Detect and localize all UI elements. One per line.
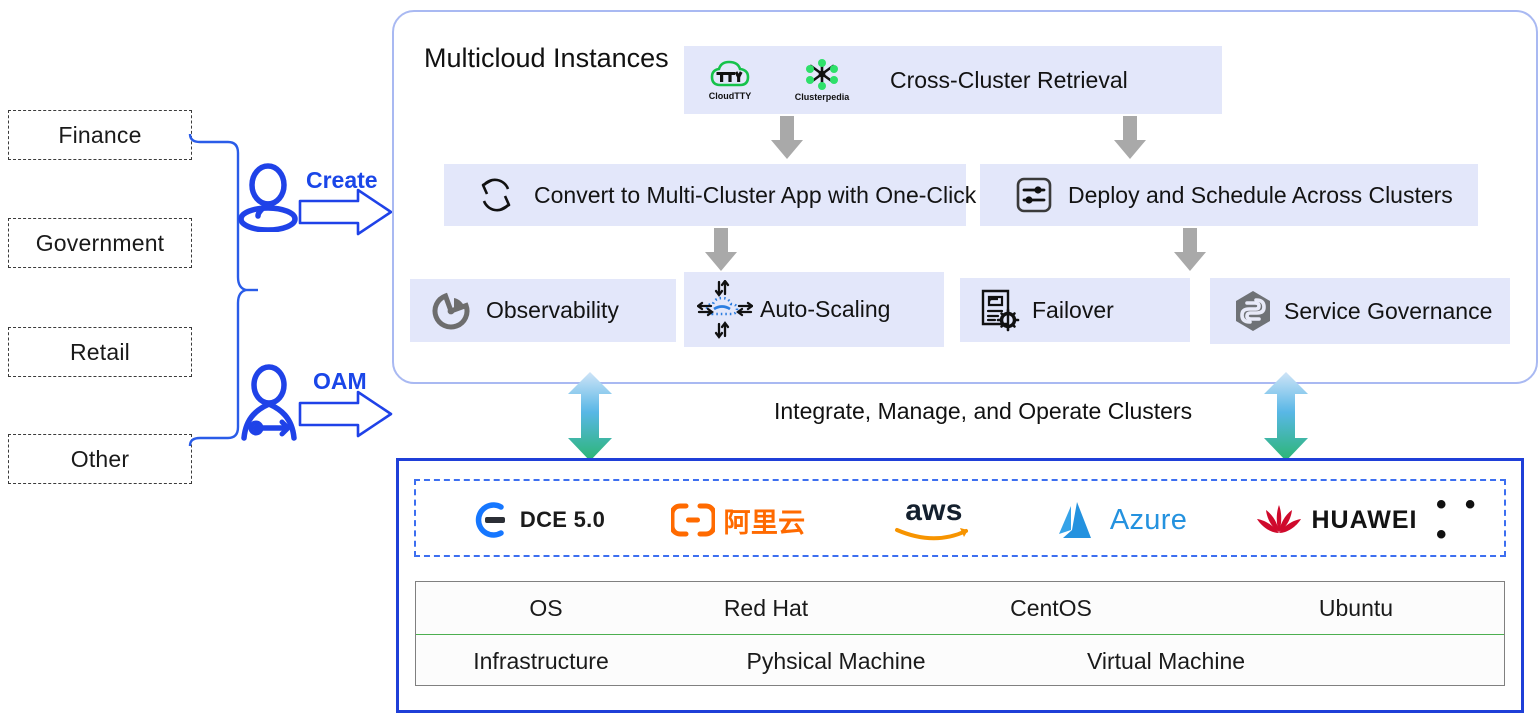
user-wrench-icon: [241, 364, 297, 441]
azure-icon: [1058, 502, 1091, 538]
down-arrow-icon: [1174, 228, 1206, 271]
industry-box-retail[interactable]: Retail: [8, 327, 192, 377]
os-row: OS Red Hat CentOS Ubuntu: [416, 582, 1504, 635]
os-cell: CentOS: [1010, 594, 1092, 621]
auto-scaling-label: Auto-Scaling: [760, 296, 891, 322]
industry-label: Government: [35, 229, 165, 256]
industry-label: Other: [70, 445, 130, 472]
industry-label: Finance: [58, 121, 142, 148]
industry-box-other[interactable]: Other: [8, 434, 192, 484]
service-governance-box[interactable]: Service Governance: [1210, 278, 1510, 344]
aws-swoosh-icon: [895, 528, 968, 541]
dce-logo[interactable]: DCE 5.0: [436, 481, 636, 559]
more-logos[interactable]: • • •: [1436, 481, 1506, 559]
huawei-label: HUAWEI: [1311, 505, 1418, 534]
aliyun-label: 阿里云: [723, 507, 806, 538]
deploy-schedule-clusters-box[interactable]: Deploy and Schedule Across Clusters: [980, 164, 1478, 226]
aws-logo[interactable]: aws: [844, 481, 1024, 559]
dce-icon: [475, 502, 505, 538]
failover-label: Failover: [1032, 296, 1114, 323]
cloud-providers-row: DCE 5.0 阿里云 aws Azure: [414, 479, 1506, 557]
oam-actor: [238, 362, 300, 447]
infrastructure-cell: Infrastructure: [473, 647, 609, 674]
mesh-hexagon-icon: [1230, 289, 1276, 333]
huawei-logo[interactable]: HUAWEI: [1221, 481, 1451, 559]
middle-caption: Integrate, Manage, and Operate Clusters: [774, 398, 1193, 424]
document-gear-icon: [974, 288, 1024, 332]
observability-label: Observability: [486, 297, 619, 323]
create-actor-label: Create: [306, 167, 378, 193]
cloudtty-caption: CloudTTY: [708, 91, 752, 101]
clusterpedia-caption: Clusterpedia: [794, 92, 850, 102]
infrastructure-cell: Pyhsical Machine: [746, 647, 926, 674]
sync-arrow-left-icon: [568, 372, 612, 461]
observability-box[interactable]: Observability: [410, 279, 676, 342]
convert-multicluster-app-box[interactable]: Convert to Multi-Cluster App with One-Cl…: [444, 164, 976, 226]
oam-actor-label: OAM: [313, 368, 367, 394]
aliyun-logo[interactable]: 阿里云: [628, 481, 848, 559]
sliders-icon: [1012, 176, 1056, 214]
os-infrastructure-table: OS Red Hat CentOS Ubuntu Infrastructure …: [415, 581, 1505, 686]
os-cell: OS: [529, 594, 563, 621]
failover-box[interactable]: Failover: [960, 278, 1190, 342]
os-cell: Ubuntu: [1318, 594, 1394, 621]
refresh-arrows-icon: [472, 175, 520, 215]
create-actor: [238, 160, 298, 237]
cross-cluster-retrieval-label: Cross-Cluster Retrieval: [890, 66, 1128, 93]
oam-arrow-icon: [298, 390, 393, 438]
industry-brace: [188, 133, 258, 447]
down-arrow-icon: [1114, 116, 1146, 159]
industry-box-finance[interactable]: Finance: [8, 110, 192, 160]
industry-label: Retail: [69, 338, 130, 365]
deploy-schedule-clusters-label: Deploy and Schedule Across Clusters: [1068, 181, 1453, 208]
cloudtty-icon: [710, 60, 750, 87]
cloudtty-logo: CloudTTY: [684, 59, 776, 101]
cloud-scale-icon: [696, 279, 754, 340]
convert-multicluster-app-label: Convert to Multi-Cluster App with One-Cl…: [534, 181, 977, 208]
donut-chart-icon: [428, 292, 474, 330]
down-arrow-icon: [705, 228, 737, 271]
aws-label: aws: [905, 494, 963, 527]
service-governance-label: Service Governance: [1284, 297, 1493, 324]
dce-label: DCE 5.0: [519, 507, 606, 532]
create-arrow-icon: [298, 188, 393, 236]
page-title: Multicloud Instances: [424, 43, 669, 73]
sync-arrow-right-icon: [1264, 372, 1308, 461]
clusterpedia-icon: [806, 59, 838, 90]
os-cell: Red Hat: [723, 594, 809, 621]
azure-label: Azure: [1109, 503, 1188, 536]
infrastructure-cell: Virtual Machine: [1086, 647, 1246, 674]
auto-scaling-box[interactable]: Auto-Scaling: [684, 272, 944, 347]
aliyun-icon: [670, 503, 715, 537]
cross-cluster-retrieval-box[interactable]: CloudTTY Clusterpedia Cross-Cluster Retr…: [684, 46, 1222, 114]
huawei-flower-icon: [1256, 505, 1301, 533]
down-arrow-icon: [771, 116, 803, 159]
clusterpedia-logo: Clusterpedia: [776, 58, 868, 102]
azure-logo[interactable]: Azure: [1016, 481, 1226, 559]
user-icon: [238, 163, 298, 233]
more-logos-label: • • •: [1436, 488, 1481, 551]
infrastructure-row: Infrastructure Pyhsical Machine Virtual …: [416, 635, 1504, 687]
industry-box-government[interactable]: Government: [8, 218, 192, 268]
